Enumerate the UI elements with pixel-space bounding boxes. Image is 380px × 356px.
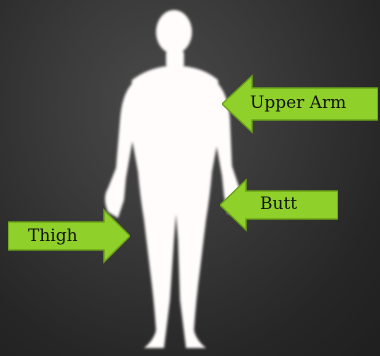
head (156, 10, 192, 54)
thigh-label: Thigh (28, 228, 78, 245)
upper-arm-callout: Upper Arm (222, 74, 378, 134)
thigh-callout: Thigh (8, 208, 130, 264)
torso-and-legs (128, 66, 222, 348)
upper-arm-label: Upper Arm (250, 95, 346, 112)
left-arm (105, 82, 134, 218)
butt-callout: Butt (220, 178, 338, 232)
butt-label: Butt (260, 196, 297, 213)
neck (166, 50, 184, 68)
